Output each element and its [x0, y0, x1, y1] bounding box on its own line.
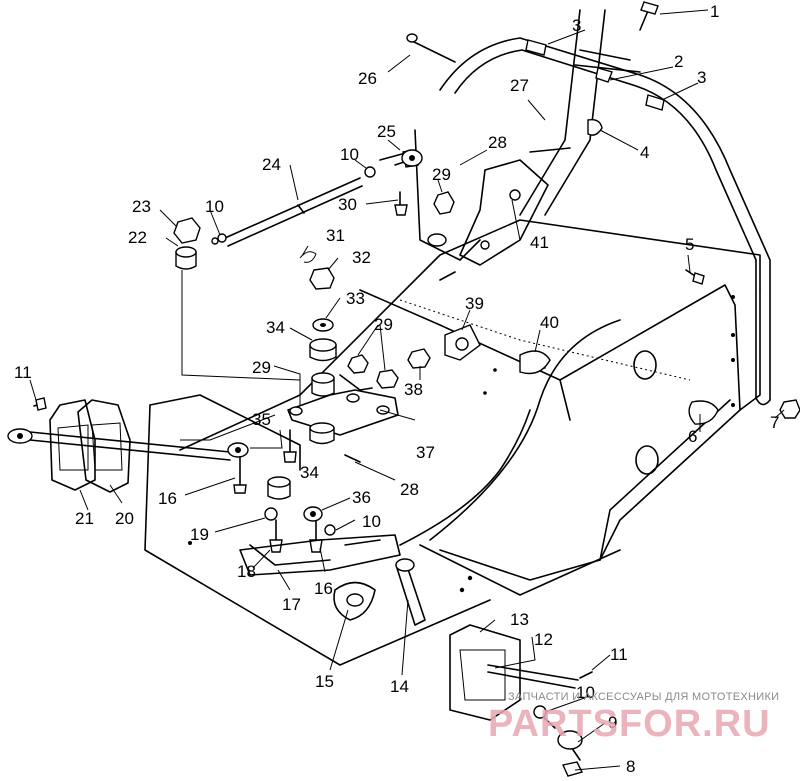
callout-25: 25 [377, 122, 396, 141]
callout-35: 35 [252, 410, 271, 429]
callout-30: 30 [338, 195, 357, 214]
callout-32: 32 [352, 248, 371, 267]
callout-13: 13 [510, 610, 529, 629]
callout-16b: 16 [314, 579, 333, 598]
small-parts [299, 39, 719, 463]
spindle-plates-left [49, 399, 131, 493]
callout-10d: 10 [362, 512, 381, 531]
hex-nuts [173, 191, 800, 419]
callout-16a: 16 [158, 489, 177, 508]
callout-38: 38 [404, 380, 423, 399]
callout-2: 2 [674, 52, 683, 71]
watermark: ЗАПЧАСТИ И АКСЕССУАРЫ ДЛЯ МОТОТЕХНИКИ PA… [488, 691, 779, 745]
pivot-assembly [333, 558, 426, 626]
callout-3b: 3 [697, 68, 706, 87]
callout-39: 39 [465, 294, 484, 313]
callout-14: 14 [390, 677, 409, 696]
callout-28b: 28 [400, 480, 419, 499]
lower-bracket [239, 534, 401, 576]
callout-3a: 3 [572, 16, 581, 35]
callout-29b: 29 [374, 315, 393, 334]
callout-10b: 10 [340, 145, 359, 164]
callout-8: 8 [626, 757, 635, 776]
handlebar-bar [439, 9, 771, 406]
callout-labels: 1 2 3 3 4 5 6 7 8 9 10 10 10 10 11 11 12… [14, 2, 779, 776]
bushings [267, 318, 337, 500]
bolts [33, 1, 705, 679]
callout-34a: 34 [266, 318, 285, 337]
callout-33: 33 [346, 289, 365, 308]
callout-7: 7 [770, 413, 779, 432]
steering-plate [414, 129, 549, 266]
spindle-plate-right [449, 624, 584, 777]
tie-rod-lower [7, 428, 231, 461]
callout-27: 27 [510, 76, 529, 95]
tie-rod-upper [224, 177, 363, 247]
callout-34b: 34 [300, 463, 319, 482]
callout-6: 6 [688, 427, 697, 446]
callout-11b: 11 [610, 645, 628, 664]
callout-21: 21 [75, 509, 94, 528]
callout-36: 36 [352, 488, 371, 507]
pitman-arm [287, 374, 399, 436]
callout-11a: 11 [14, 363, 32, 382]
callout-4: 4 [640, 143, 649, 162]
callout-29a: 29 [432, 165, 451, 184]
watermark-tagline: ЗАПЧАСТИ И АКСЕССУАРЫ ДЛЯ МОТОТЕХНИКИ [508, 691, 779, 703]
callout-19: 19 [190, 525, 209, 544]
callout-37: 37 [416, 443, 435, 462]
callout-17: 17 [282, 595, 301, 614]
callout-24: 24 [262, 155, 281, 174]
callout-15: 15 [315, 672, 334, 691]
callout-10a: 10 [576, 683, 595, 702]
callout-26: 26 [358, 69, 377, 88]
callout-10c: 10 [205, 197, 224, 216]
callout-5: 5 [685, 235, 694, 254]
rod-ends [211, 149, 423, 536]
watermark-brand: PARTSFOR.RU [488, 703, 771, 745]
chassis-frame [144, 219, 761, 666]
callout-22: 22 [128, 228, 147, 247]
callout-29c: 29 [252, 358, 271, 377]
leader-lines [29, 9, 785, 771]
callout-9: 9 [608, 713, 617, 732]
callout-12: 12 [534, 630, 553, 649]
callout-23: 23 [132, 197, 151, 216]
callout-40: 40 [540, 313, 559, 332]
callout-18: 18 [237, 562, 256, 581]
callout-20: 20 [115, 509, 134, 528]
callout-28a: 28 [488, 133, 507, 152]
callout-1: 1 [710, 2, 719, 21]
callout-31: 31 [326, 226, 345, 245]
callout-41: 41 [530, 233, 549, 252]
